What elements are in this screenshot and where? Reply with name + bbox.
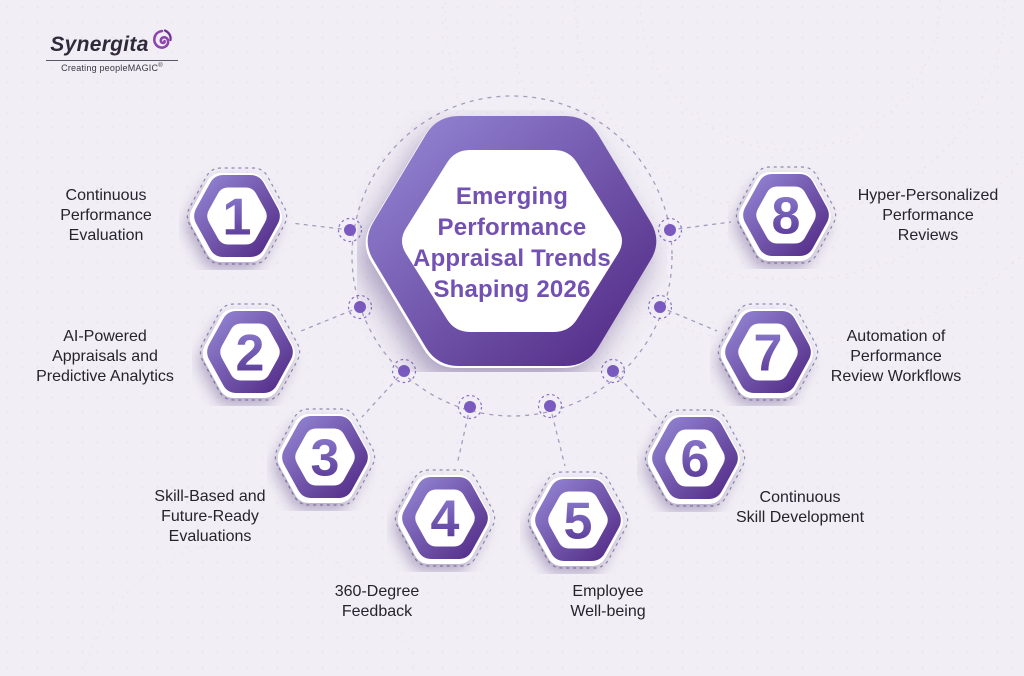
step-label-6: Continuous Skill Development	[702, 488, 898, 528]
title-line: Shaping 2026	[433, 276, 591, 303]
dashed-orbit-circle	[351, 95, 673, 417]
label-line: Skill-Based and	[154, 488, 266, 505]
hexagon-step-8: 8	[728, 161, 844, 269]
label-line: Skill Development	[735, 509, 865, 526]
hexagon-step-2: 2	[192, 298, 308, 406]
label-line: 360-Degree	[334, 583, 420, 600]
connector-node-dots	[337, 217, 683, 420]
infographic-title: Emerging Performance Appraisal Trends Sh…	[357, 110, 667, 372]
label-line: Feedback	[341, 603, 413, 620]
label-line: AI-Powered	[63, 328, 147, 345]
label-line: Performance	[882, 207, 974, 224]
label-line: Review Workflows	[830, 368, 962, 385]
step-number: 7	[754, 325, 783, 383]
label-line: Evaluation	[68, 227, 144, 244]
hexagon-step-4: 4	[387, 464, 503, 572]
label-line: Well-being	[570, 603, 646, 620]
hexagon-step-1: 1	[179, 162, 295, 270]
logo-tagline-text: Creating peopleMAGIC	[61, 63, 159, 73]
step-label-8: Hyper-Personalized Performance Reviews	[828, 186, 1024, 246]
title-line: Appraisal Trends	[413, 245, 611, 272]
label-line: Appraisals and	[52, 348, 158, 365]
label-line: Evaluations	[168, 528, 252, 545]
step-number: 1	[223, 189, 252, 247]
logo: Synergita Creating peopleMAGIC®	[46, 28, 178, 73]
label-line: Reviews	[897, 227, 959, 244]
label-line: Performance	[60, 207, 152, 224]
step-label-4: 360-Degree Feedback	[297, 582, 457, 622]
hexagon-step-3: 3	[267, 403, 383, 511]
step-label-7: Automation of Performance Review Workflo…	[801, 327, 991, 387]
step-number: 4	[431, 491, 460, 549]
title-line: Performance	[437, 214, 587, 241]
label-line: Hyper-Personalized	[857, 187, 999, 204]
logo-registered-mark: ®	[158, 63, 163, 69]
central-hexagon-shape	[365, 116, 657, 368]
label-line: Predictive Analytics	[36, 368, 174, 385]
step-number: 5	[564, 493, 593, 551]
step-number: 3	[311, 430, 340, 488]
step-number: 6	[681, 431, 710, 489]
step-number: 2	[236, 325, 265, 383]
label-line: Employee	[572, 583, 644, 600]
logo-wordmark: Synergita	[50, 33, 149, 56]
hexagon-step-5: 5	[520, 466, 636, 574]
step-label-5: Employee Well-being	[528, 582, 688, 622]
label-line: Continuous	[65, 187, 147, 204]
label-line: Continuous	[759, 489, 841, 506]
step-number: 8	[772, 188, 801, 246]
synergita-swirl-icon	[152, 29, 172, 49]
logo-row: Synergita	[46, 28, 178, 57]
label-line: Performance	[850, 348, 942, 365]
step-label-2: AI-Powered Appraisals and Predictive Ana…	[10, 327, 200, 387]
label-line: Automation of	[846, 328, 946, 345]
label-line: Future-Ready	[161, 508, 259, 525]
logo-divider	[46, 60, 178, 61]
logo-tagline: Creating peopleMAGIC®	[46, 63, 178, 73]
hexagon-step-7: 7	[710, 298, 826, 406]
title-line: Emerging	[455, 183, 569, 210]
step-label-3: Skill-Based and Future-Ready Evaluations	[115, 487, 305, 547]
step-label-1: Continuous Performance Evaluation	[16, 186, 196, 246]
central-hexagon: Emerging Performance Appraisal Trends Sh…	[357, 110, 667, 372]
hexagon-step-6: 6	[637, 404, 753, 512]
